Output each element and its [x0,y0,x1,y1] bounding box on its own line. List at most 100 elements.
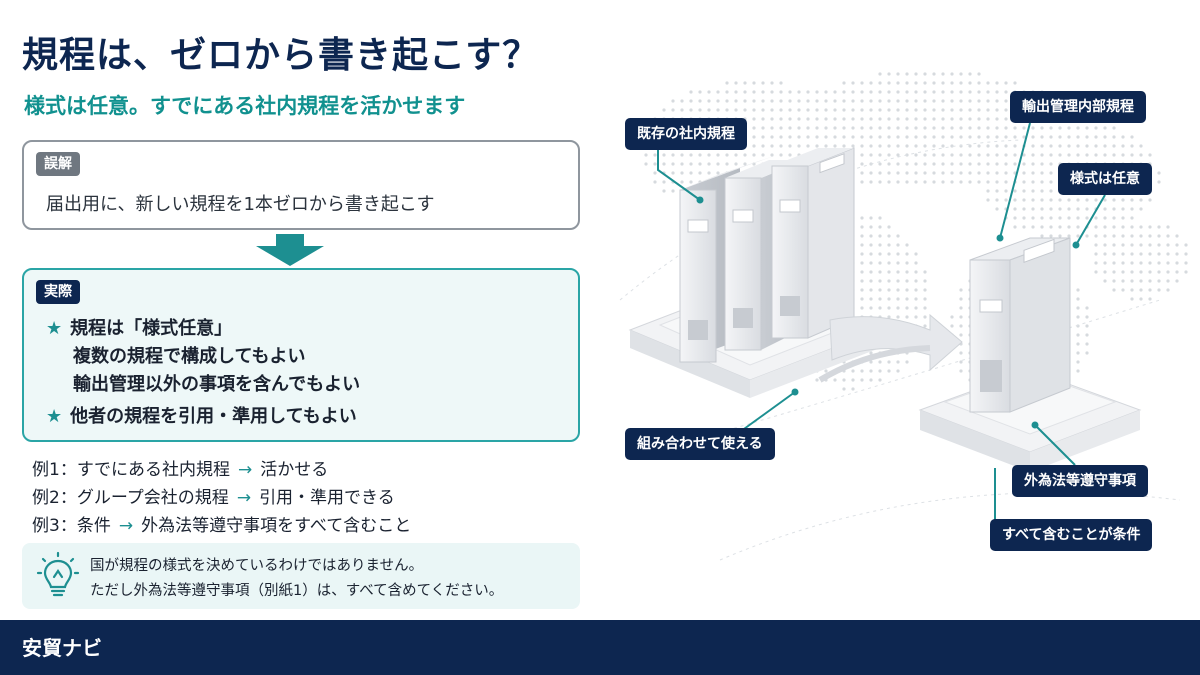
map-dot [977,171,981,175]
map-dot [860,99,864,103]
map-dot [1166,252,1170,256]
map-dot [761,108,765,112]
map-dot [869,261,873,265]
map-dot [1076,369,1080,373]
map-dot [851,117,855,121]
map-dot [1121,279,1125,283]
map-dot [887,117,891,121]
map-dot [860,243,864,247]
map-dot [995,198,999,202]
map-dot [995,189,999,193]
map-dot [1022,198,1026,202]
map-dot [1094,198,1098,202]
map-dot [752,126,756,130]
map-dot [887,225,891,229]
map-dot [1121,198,1125,202]
map-dot [788,117,792,121]
map-dot [761,117,765,121]
map-dot [986,198,990,202]
map-dot [860,153,864,157]
map-dot [1004,180,1008,184]
map-dot [977,153,981,157]
map-dot [1166,261,1170,265]
map-dot [959,99,963,103]
map-dot [986,126,990,130]
map-dot [1121,243,1125,247]
map-dot [1184,270,1188,274]
map-dot [860,225,864,229]
map-dot [887,135,891,139]
map-dot [833,117,837,121]
map-dot [743,162,747,166]
map-dot [1103,198,1107,202]
map-dot [833,90,837,94]
map-dot [797,99,801,103]
map-dot [1112,288,1116,292]
map-dot [734,162,738,166]
map-dot [1040,234,1044,238]
map-dot [1076,333,1080,337]
map-dot [1166,234,1170,238]
map-dot [878,297,882,301]
map-dot [878,162,882,166]
map-dot [815,144,819,148]
map-dot [860,279,864,283]
map-dot [1112,252,1116,256]
map-dot [1076,198,1080,202]
merge-arrow [818,313,963,383]
map-dot [887,297,891,301]
map-dot [788,153,792,157]
map-dot [986,180,990,184]
map-dot [950,117,954,121]
map-dot [950,81,954,85]
map-dot [959,126,963,130]
map-dot [770,117,774,121]
map-dot [1148,198,1152,202]
map-dot [1094,243,1098,247]
map-dot [1049,135,1053,139]
map-dot [896,126,900,130]
map-dot [671,153,675,157]
map-dot [698,162,702,166]
map-dot [752,90,756,94]
map-dot [671,108,675,112]
map-dot [905,162,909,166]
map-dot [851,144,855,148]
map-dot [905,297,909,301]
map-dot [896,81,900,85]
map-dot [734,108,738,112]
map-dot [1076,360,1080,364]
map-dot [914,297,918,301]
map-dot [806,144,810,148]
map-dot [914,90,918,94]
map-dot [968,117,972,121]
map-dot [1058,207,1062,211]
map-dot [1148,225,1152,229]
map-dot [869,279,873,283]
map-dot [959,288,963,292]
map-dot [869,90,873,94]
map-dot [833,126,837,130]
map-dot [1130,279,1134,283]
binders-illustration [628,122,1142,535]
map-dot [914,306,918,310]
map-dot [1022,135,1026,139]
map-dot [896,153,900,157]
map-dot [941,72,945,76]
map-dot [869,243,873,247]
map-dot [752,99,756,103]
map-dot [1112,126,1116,130]
map-dot [923,279,927,283]
map-dot [779,144,783,148]
map-dot [878,81,882,85]
map-dot [977,144,981,148]
map-dot [995,162,999,166]
map-dot [905,144,909,148]
map-dot [1139,243,1143,247]
map-dot [824,90,828,94]
map-dot [1076,153,1080,157]
map-dot [896,171,900,175]
map-dot [959,297,963,301]
map-dot [887,315,891,319]
map-dot [1184,261,1188,265]
